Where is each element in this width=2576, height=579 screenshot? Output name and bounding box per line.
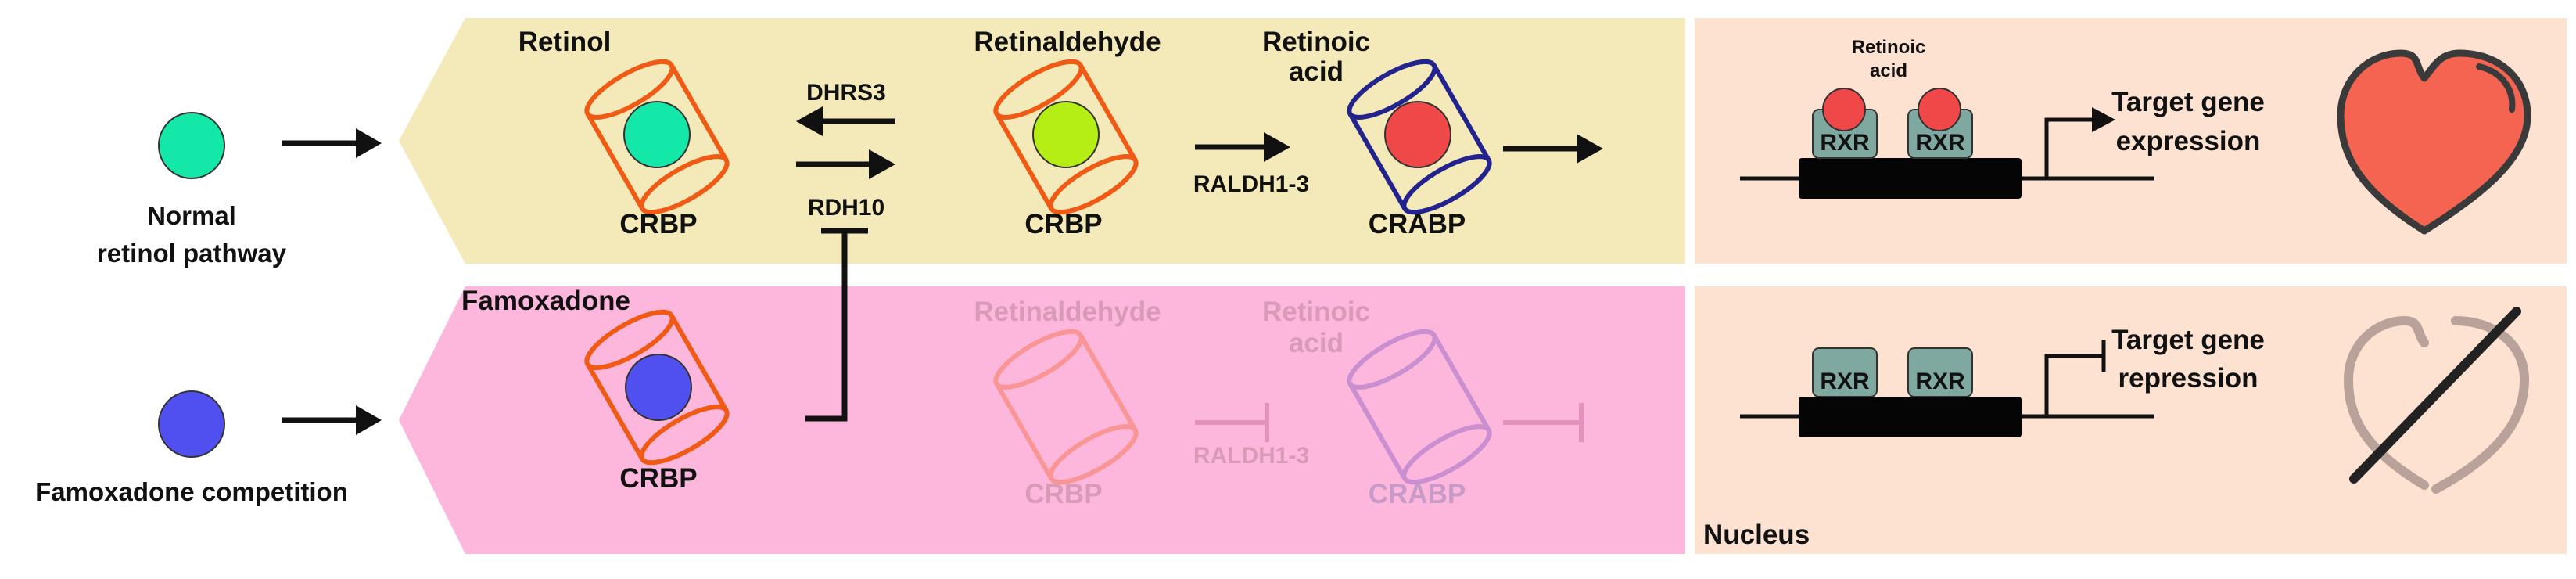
rxr-box-4 bbox=[1907, 347, 1973, 397]
famoxadone-molecule-icon bbox=[158, 390, 225, 458]
crabp-retinoic-acid-complex bbox=[1347, 59, 1492, 215]
broken-heart-icon bbox=[2343, 307, 2530, 494]
arrow-icon bbox=[282, 405, 382, 435]
famoxadone-pathway-band bbox=[399, 286, 1685, 554]
retinoic-acid-bound-icon bbox=[1384, 101, 1451, 168]
nucleus-ra-label-line1: Retinoic bbox=[1852, 37, 1926, 58]
repression-icon bbox=[2044, 340, 2106, 416]
gene-block-bottom bbox=[1799, 397, 2022, 437]
arrow-icon bbox=[282, 128, 382, 158]
crabp-faded-label: CRABP bbox=[1369, 479, 1466, 509]
raldh-label: RALDH1-3 bbox=[1193, 171, 1309, 197]
retinaldehyde-bound-icon bbox=[1032, 101, 1100, 168]
expression-label-line1: Target gene bbox=[2111, 87, 2265, 117]
normal-label-line2: retinol pathway bbox=[97, 239, 287, 268]
arrow-icon bbox=[796, 149, 895, 179]
heart-highlight bbox=[2476, 63, 2516, 113]
inhibition-icon bbox=[1503, 403, 1584, 442]
retinoic-acid-ligand-icon bbox=[1822, 88, 1866, 131]
famoxadone-label: Famoxadone bbox=[461, 286, 630, 316]
crabp-empty-complex bbox=[1347, 329, 1492, 485]
repression-label-line2: repression bbox=[2119, 363, 2258, 394]
heart-icon bbox=[2337, 49, 2531, 235]
retinol-molecule-icon bbox=[158, 112, 225, 179]
dhrs3-label: DHRS3 bbox=[806, 80, 886, 106]
crbp-label-bottom: CRBP bbox=[619, 463, 697, 494]
rxr-label-3: RXR bbox=[1820, 369, 1870, 394]
crbp-faded-label: CRBP bbox=[1024, 479, 1102, 509]
raldh-faded-label: RALDH1-3 bbox=[1193, 443, 1309, 469]
famoxadone-competition-label: Famoxadone competition bbox=[35, 477, 348, 506]
inhibition-icon bbox=[805, 228, 868, 422]
rxr-label-4: RXR bbox=[1915, 369, 1965, 394]
retinaldehyde-faded-label: Retinaldehyde bbox=[974, 297, 1161, 327]
retinoic-acid-label-line1: Retinoic bbox=[1262, 27, 1370, 57]
rxr-label-2: RXR bbox=[1915, 130, 1965, 156]
crbp-retinaldehyde-complex bbox=[993, 59, 1139, 215]
arrow-icon bbox=[796, 106, 895, 136]
inhibition-icon bbox=[1195, 403, 1269, 442]
crbp-label-1: CRBP bbox=[619, 209, 697, 239]
retinol-bound-icon bbox=[623, 101, 691, 168]
nucleus-label: Nucleus bbox=[1703, 520, 1810, 550]
rxr-box-3 bbox=[1812, 347, 1878, 397]
crbp-famoxadone-complex bbox=[584, 309, 730, 466]
retinoic-acid-faded-line2: acid bbox=[1289, 328, 1344, 358]
crbp-label-2: CRBP bbox=[1024, 209, 1102, 239]
crabp-label: CRABP bbox=[1369, 209, 1466, 239]
crbp-retinol-complex bbox=[584, 59, 730, 215]
retinaldehyde-label: Retinaldehyde bbox=[974, 27, 1161, 57]
retinol-label: Retinol bbox=[518, 27, 612, 57]
crbp-empty-complex bbox=[993, 329, 1139, 485]
nucleus-ra-label-line2: acid bbox=[1870, 60, 1907, 81]
retinoic-acid-faded-line1: Retinoic bbox=[1262, 297, 1370, 327]
transcription-arrow-icon bbox=[2044, 107, 2115, 178]
retinoic-acid-ligand-icon bbox=[1918, 88, 1961, 131]
retinoic-acid-label-line2: acid bbox=[1289, 56, 1344, 87]
normal-label-line1: Normal bbox=[147, 201, 236, 230]
rdh10-label: RDH10 bbox=[808, 195, 884, 221]
expression-label-line2: expression bbox=[2116, 126, 2261, 156]
rxr-label-1: RXR bbox=[1820, 130, 1870, 156]
arrow-icon bbox=[1195, 132, 1290, 162]
gene-block-top bbox=[1799, 158, 2022, 199]
arrow-icon bbox=[1503, 134, 1603, 164]
repression-label-line1: Target gene bbox=[2111, 325, 2265, 355]
famoxadone-bound-icon bbox=[625, 354, 692, 421]
